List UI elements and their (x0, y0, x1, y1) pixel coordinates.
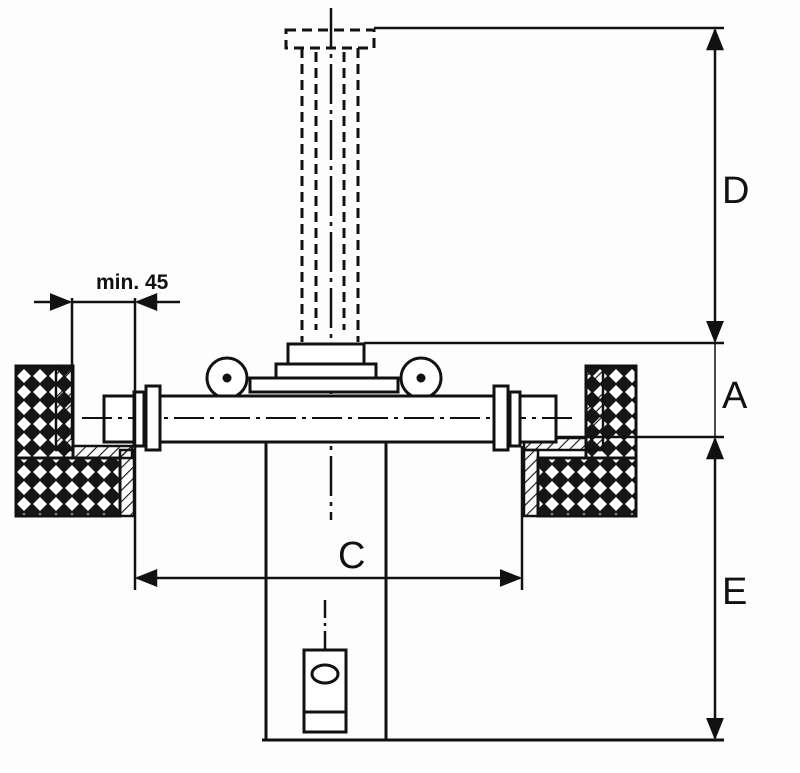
left-concrete-base (14, 456, 122, 518)
anchor-bracket (302, 648, 348, 734)
dimension-E-label: E (722, 571, 747, 613)
left-collar-inner (144, 384, 162, 452)
left-foundation (14, 364, 136, 518)
dimension-D-label: D (722, 170, 749, 212)
lift-carriage (82, 342, 574, 452)
dimension-C-label: C (338, 535, 365, 577)
min-45-label: min. 45 (96, 271, 169, 294)
dimension-A-label: A (722, 375, 748, 417)
left-steel-liner-vertical (54, 364, 75, 452)
right-concrete-base (536, 456, 638, 518)
dimension-lines (34, 26, 724, 741)
lift-column-dashed (284, 28, 376, 342)
right-collar-inner (492, 384, 510, 452)
carriage-plate-upper (274, 362, 378, 380)
left-steel-liner-edge (118, 448, 136, 518)
anchor-slot-hole (310, 663, 340, 685)
right-foundation (522, 364, 638, 518)
column-base-flange (286, 342, 366, 366)
column-top-cap (284, 28, 376, 50)
right-collar-outer (508, 390, 522, 448)
pit-shaft (262, 442, 724, 742)
right-steel-liner-vertical (584, 364, 605, 452)
carriage-plate-lower (248, 376, 400, 394)
right-steel-liner-edge (522, 448, 540, 518)
